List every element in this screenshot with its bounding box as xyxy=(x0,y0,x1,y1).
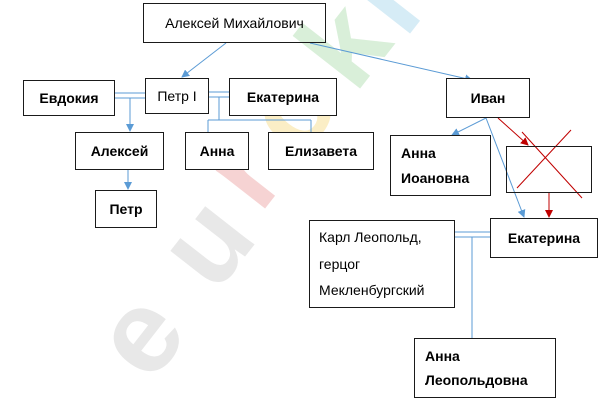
node-label: Алексей xyxy=(90,142,149,159)
node-label-line-3: Мекленбургский xyxy=(319,282,425,299)
node-karl-leopold: Карл Леопольд, герцог Мекленбургский xyxy=(309,220,455,308)
node-petr: Петр xyxy=(95,190,157,228)
node-label-line-1: Карл Леопольд, xyxy=(319,229,422,246)
node-label: Петр xyxy=(109,200,143,217)
node-label: Петр I xyxy=(157,87,197,104)
node-anna: Анна xyxy=(185,132,249,170)
node-label: Екатерина xyxy=(507,229,581,246)
node-label: Иван xyxy=(470,89,506,106)
node-petr-i: Петр I xyxy=(145,78,209,114)
edge-aleksey-mikh-to-petr1 xyxy=(181,42,227,78)
node-crossed-out xyxy=(506,146,592,193)
node-label-line-2: Леопольдовна xyxy=(425,372,528,388)
watermark-letter-e: e xyxy=(66,268,210,401)
node-label-line-2: Иоановна xyxy=(401,169,470,186)
node-evdokia: Евдокия xyxy=(23,80,115,116)
node-label-line-1: Анна xyxy=(401,145,436,161)
node-label-line-1: Анна xyxy=(425,347,460,364)
node-label: Екатерина xyxy=(246,88,320,105)
node-label: Анна xyxy=(199,142,235,159)
node-label: Алексей Михайлович xyxy=(165,14,304,31)
watermark-letter-i: i xyxy=(321,0,445,56)
node-aleksey: Алексей xyxy=(75,132,164,170)
edge-aleksey-mikh-to-ivan xyxy=(309,42,473,83)
node-ekaterina-1: Екатерина xyxy=(229,78,337,116)
node-ivan: Иван xyxy=(446,78,530,118)
edge-ivan-to-anna-ioanovna xyxy=(451,117,487,136)
node-label: Евдокия xyxy=(39,89,99,106)
node-anna-ioanovna: Анна Иоановна xyxy=(390,135,491,196)
node-anna-leopoldovna: Анна Леопольдовна xyxy=(414,338,556,398)
node-aleksey-mikhailovich: Алексей Михайлович xyxy=(143,3,326,43)
node-ekaterina-2: Екатерина xyxy=(490,218,598,258)
node-label: Елизавета xyxy=(284,142,358,159)
node-label-line-2: герцог xyxy=(319,255,361,272)
red-edge-ivan-to-crossed xyxy=(497,117,529,146)
node-elizaveta: Елизавета xyxy=(268,132,374,170)
